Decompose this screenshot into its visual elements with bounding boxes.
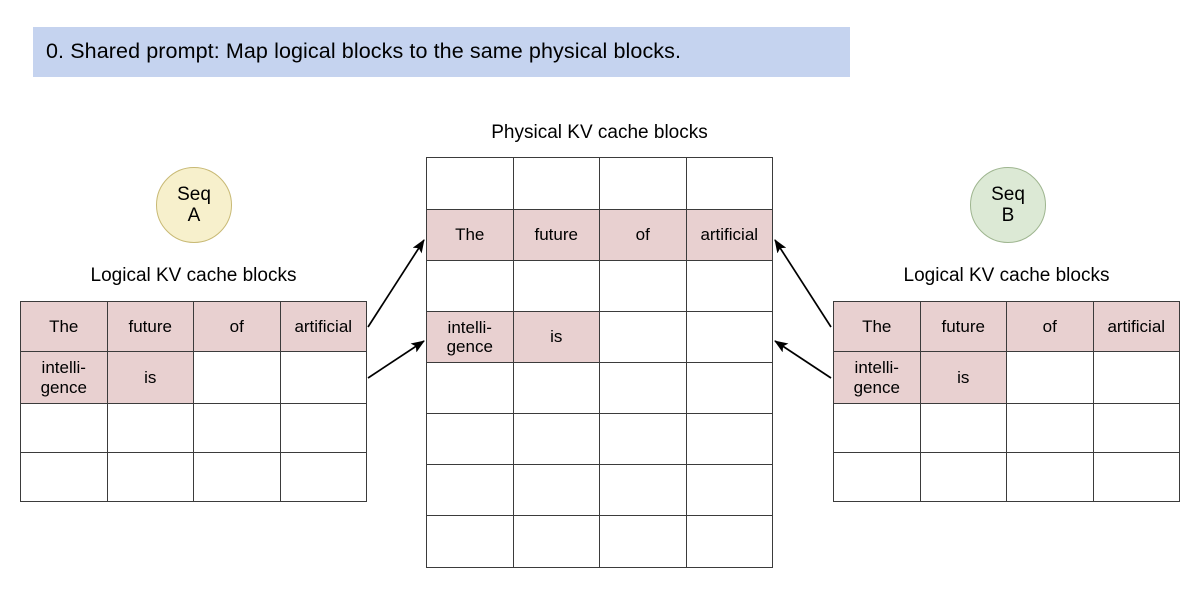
block-cell-empty	[1006, 452, 1094, 502]
physical-cache-caption: Physical KV cache blocks	[491, 122, 708, 143]
block-cell-empty	[106, 403, 194, 453]
block-cell-empty	[193, 351, 281, 404]
block-row	[426, 157, 773, 210]
block-cell-empty	[512, 413, 600, 465]
block-cell-empty	[1092, 351, 1180, 404]
sequence-a-label-line2: A	[187, 205, 201, 226]
block-cell-token: of	[1006, 301, 1094, 352]
block-cell-token: future	[106, 301, 194, 352]
block-cell-token: intelli-gence	[20, 351, 108, 404]
block-row	[426, 362, 773, 414]
block-cell-empty	[599, 362, 687, 414]
block-cell-token: of	[193, 301, 281, 352]
shared-prompt-banner: 0. Shared prompt: Map logical blocks to …	[33, 27, 850, 77]
sequence-a-badge: Seq A	[156, 167, 232, 243]
block-cell-empty	[685, 157, 773, 210]
seq-a-block0-to-physical-block1	[367, 239, 425, 328]
logical-cache-caption-left: Logical KV cache blocks	[90, 265, 297, 286]
block-cell-empty	[1092, 403, 1180, 453]
block-cell-empty	[599, 260, 687, 312]
sequence-b-badge: Seq B	[970, 167, 1046, 243]
block-cell-token: The	[833, 301, 921, 352]
sequence-b-label-line2: B	[1001, 205, 1015, 226]
block-cell-empty	[919, 403, 1007, 453]
block-cell-empty	[279, 351, 367, 404]
sequence-a-label-line1: Seq	[177, 183, 211, 205]
block-cell-empty	[685, 464, 773, 516]
block-cell-empty	[512, 157, 600, 210]
block-cell-token: is	[512, 311, 600, 363]
block-cell-token: artificial	[685, 209, 773, 261]
block-cell-empty	[599, 515, 687, 568]
block-cell-empty	[685, 311, 773, 363]
block-cell-empty	[599, 413, 687, 465]
block-cell-empty	[1006, 351, 1094, 404]
block-cell-token: is	[919, 351, 1007, 404]
block-cell-empty	[685, 260, 773, 312]
block-row	[426, 413, 773, 465]
block-cell-empty	[512, 260, 600, 312]
block-cell-empty	[685, 413, 773, 465]
block-cell-token: artificial	[1092, 301, 1180, 352]
block-cell-token: future	[512, 209, 600, 261]
block-cell-empty	[426, 157, 514, 210]
sequence-b-label-line1: Seq	[991, 183, 1025, 205]
block-cell-empty	[426, 515, 514, 568]
block-cell-empty	[833, 403, 921, 453]
block-cell-empty	[1006, 403, 1094, 453]
block-cell-empty	[426, 362, 514, 414]
block-row	[426, 515, 773, 568]
block-row	[833, 403, 1180, 453]
block-cell-empty	[20, 452, 108, 502]
block-cell-empty	[279, 403, 367, 453]
block-cell-empty	[685, 515, 773, 568]
seq-b-block1-to-physical-block3	[774, 340, 832, 379]
block-cell-token: The	[20, 301, 108, 352]
block-cell-empty	[20, 403, 108, 453]
block-cell-empty	[426, 464, 514, 516]
block-cell-token: intelli-gence	[833, 351, 921, 404]
block-cell-empty	[512, 464, 600, 516]
block-row	[426, 260, 773, 312]
block-cell-empty	[193, 403, 281, 453]
shared-prompt-banner-text: 0. Shared prompt: Map logical blocks to …	[46, 39, 682, 64]
block-cell-empty	[512, 362, 600, 414]
block-cell-empty	[833, 452, 921, 502]
block-cell-empty	[426, 413, 514, 465]
block-cell-empty	[193, 452, 281, 502]
seq-b-block0-to-physical-block1	[774, 239, 832, 328]
block-cell-empty	[426, 260, 514, 312]
block-cell-empty	[512, 515, 600, 568]
block-cell-empty	[685, 362, 773, 414]
block-cell-empty	[279, 452, 367, 502]
block-cell-empty	[1092, 452, 1180, 502]
block-cell-empty	[599, 311, 687, 363]
block-cell-empty	[599, 464, 687, 516]
logical-cache-caption-right: Logical KV cache blocks	[903, 265, 1110, 286]
block-cell-token: The	[426, 209, 514, 261]
block-cell-token: future	[919, 301, 1007, 352]
block-row	[426, 464, 773, 516]
block-row	[20, 452, 367, 502]
block-row	[20, 403, 367, 453]
block-cell-token: is	[106, 351, 194, 404]
block-row	[833, 452, 1180, 502]
seq-a-block1-to-physical-block3	[367, 340, 425, 379]
block-cell-token: intelli-gence	[426, 311, 514, 363]
block-cell-token: artificial	[279, 301, 367, 352]
block-cell-token: of	[599, 209, 687, 261]
block-cell-empty	[106, 452, 194, 502]
block-cell-empty	[919, 452, 1007, 502]
block-cell-empty	[599, 157, 687, 210]
